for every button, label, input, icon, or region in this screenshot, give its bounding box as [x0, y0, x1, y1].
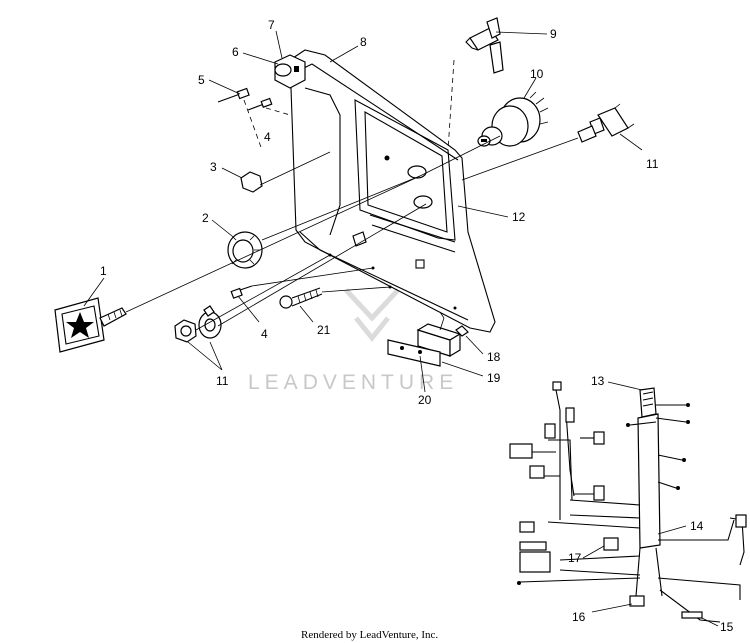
callout-16: 16 [572, 610, 586, 624]
assembly-lines [125, 59, 579, 331]
callout-4-top: 4 [264, 130, 271, 144]
callout-9: 9 [550, 27, 557, 41]
callout-12: 12 [512, 210, 526, 224]
callout-11-lower: 11 [216, 374, 229, 388]
dash-panel [289, 49, 496, 333]
callout-6: 6 [232, 45, 239, 59]
callout-17: 17 [568, 551, 582, 565]
callout-14: 14 [690, 519, 704, 533]
wiring-harness [509, 381, 747, 623]
callout-11-right: 11 [646, 157, 659, 171]
callout-20: 20 [418, 393, 432, 407]
callout-13: 13 [591, 374, 605, 388]
callout-3: 3 [210, 160, 217, 174]
callout-7: 7 [268, 18, 275, 32]
callout-18: 18 [487, 350, 501, 364]
lighting-switch [465, 17, 504, 74]
toggle-switch [577, 103, 635, 143]
mount-bracket [274, 54, 306, 89]
key-icon [54, 297, 127, 353]
callout-15: 15 [720, 620, 734, 634]
callout-2: 2 [202, 211, 209, 225]
callout-21: 21 [317, 323, 331, 337]
footer-credit: Rendered by LeadVenture, Inc. [301, 629, 438, 641]
bezel-nut [227, 231, 263, 269]
ignition-switch [477, 91, 549, 147]
callout-1: 1 [100, 264, 107, 278]
small-screws [217, 87, 273, 111]
callout-leaders [83, 30, 719, 627]
watermark-text: LEADVENTURE [248, 371, 458, 394]
callout-10: 10 [530, 67, 544, 81]
callout-8: 8 [360, 35, 367, 49]
screw-21 [279, 287, 323, 309]
lower-nut-washer [174, 305, 222, 343]
screw-4-lower [230, 285, 253, 299]
callout-19: 19 [487, 371, 501, 385]
terminal-block [387, 311, 469, 367]
hex-nut [240, 171, 263, 193]
callout-labels: 1 2 3 4 4 5 6 7 8 9 10 11 11 12 13 14 15… [100, 18, 734, 634]
callout-4-lower: 4 [261, 327, 268, 341]
leadventure-logo-icon [344, 288, 400, 343]
callout-5: 5 [198, 73, 205, 87]
